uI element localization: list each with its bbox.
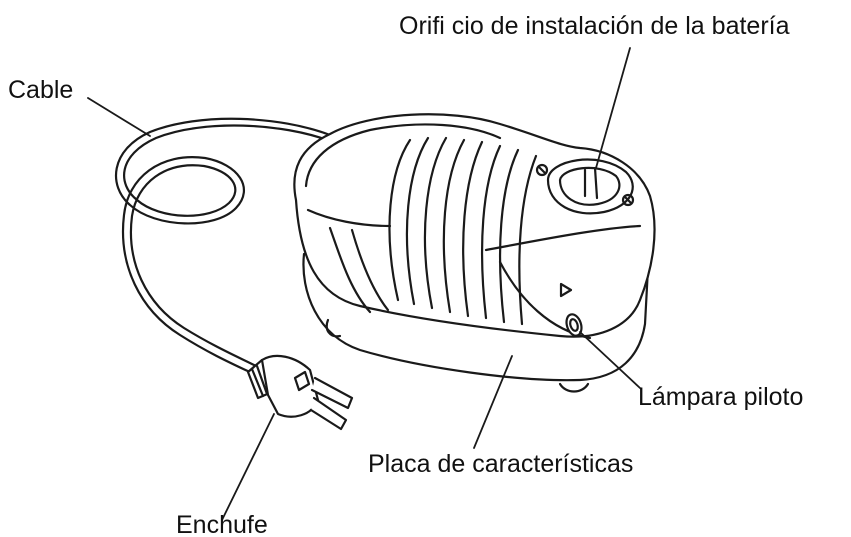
label-cable: Cable xyxy=(8,76,74,104)
power-cord xyxy=(115,117,332,376)
label-nameplate: Placa de características xyxy=(368,450,634,478)
label-plug: Enchufe xyxy=(176,511,268,537)
leader-lamp xyxy=(579,331,641,389)
leader-battery xyxy=(595,47,631,169)
leader-plate xyxy=(473,355,513,449)
plug-drawing xyxy=(246,354,354,431)
label-battery-hole: Orifi cio de instalación de la batería xyxy=(399,12,790,40)
leader-lines xyxy=(87,47,641,521)
leader-cable xyxy=(87,97,151,137)
label-pilot-lamp: Lámpara piloto xyxy=(638,383,804,411)
leader-plug xyxy=(221,413,275,521)
charger-body xyxy=(293,113,656,393)
